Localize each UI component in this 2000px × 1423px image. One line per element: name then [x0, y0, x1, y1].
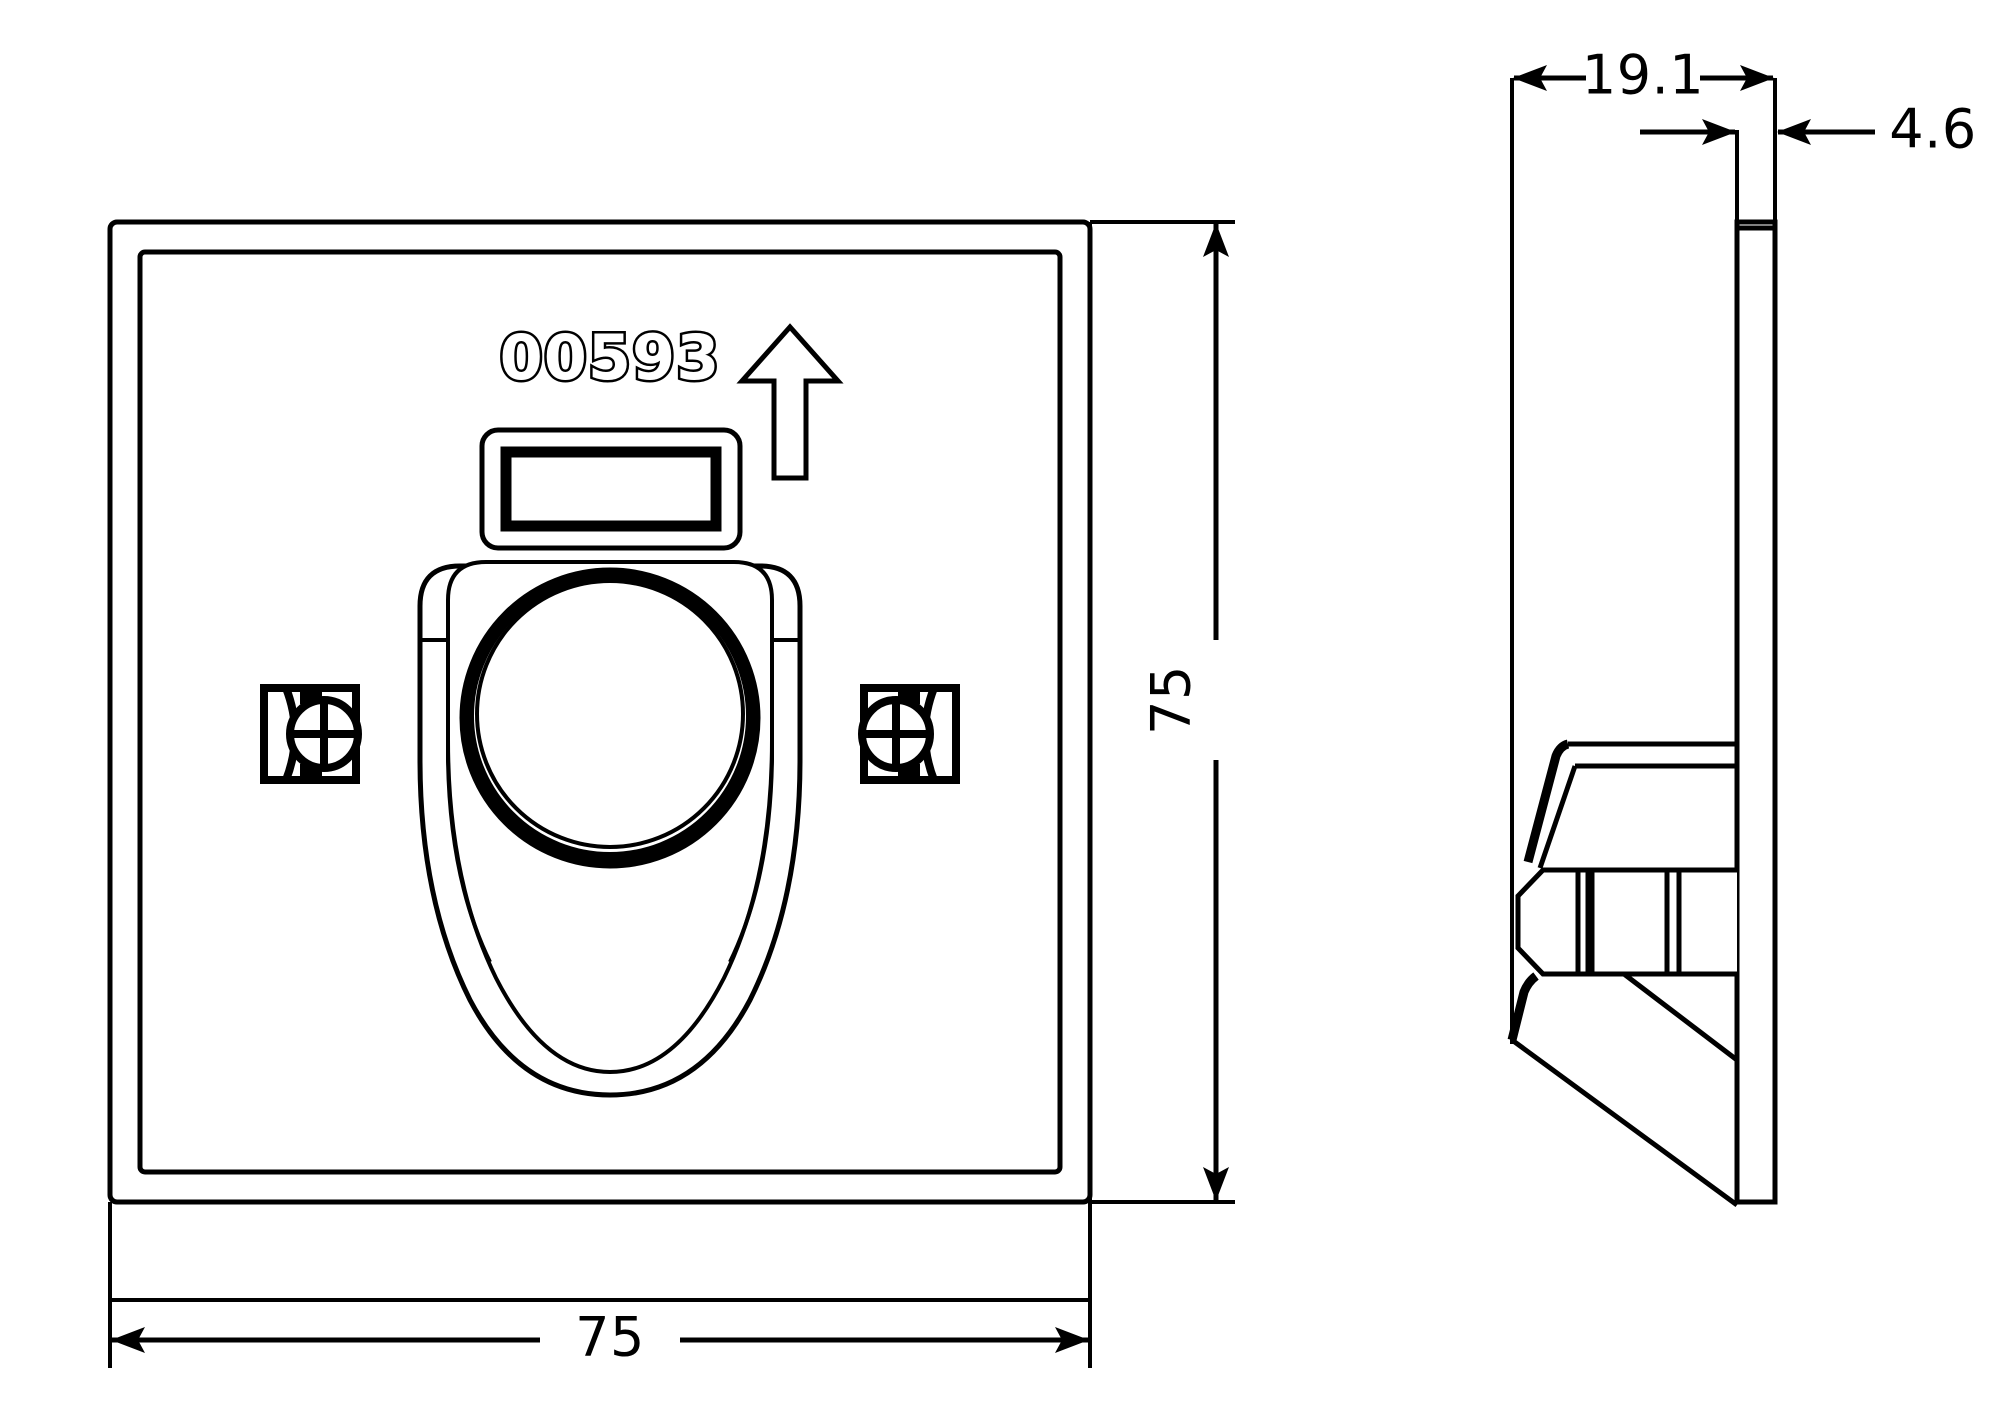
up-arrow-icon [736, 323, 844, 481]
knob-profile-shroud-left [1537, 765, 1578, 869]
dimension-width: 75 [108, 1202, 1092, 1369]
rotary-knob[interactable] [417, 560, 803, 1098]
dimension-height: 75 [1088, 220, 1235, 1300]
display-window-screen [500, 446, 722, 532]
knob-profile-barrel-outline [1515, 867, 1737, 977]
dimension-height-label: 75 [1140, 665, 1203, 735]
knob-dial-ring-mid [462, 568, 758, 864]
knob-profile [1507, 739, 1739, 1208]
display-window [479, 427, 743, 551]
dimension-depth-label: 19.1 [1582, 44, 1704, 107]
knob-profile-shroud-edge [1523, 739, 1570, 864]
side-view [1507, 219, 1778, 1208]
knob-flank-left [446, 640, 492, 963]
dimension-plate-thickness: 4.6 [1640, 98, 1976, 232]
knob-profile-skirt-outer [1507, 972, 1539, 1042]
dimension-depth: 19.1 [1510, 44, 1777, 1044]
knob-flank-right [728, 640, 774, 963]
screw-right[interactable] [858, 684, 960, 784]
knob-profile-skirt-left [1510, 1037, 1739, 1208]
screw-left[interactable] [260, 684, 362, 784]
engraved-product-code: 00593 [500, 321, 721, 394]
dimension-width-label: 75 [575, 1306, 645, 1369]
knob-dial-ring-inner [475, 579, 745, 849]
knob-profile-skirt-inner [1622, 972, 1739, 1062]
front-view: 00593 [107, 219, 1093, 1205]
faceplate-profile [1734, 219, 1778, 1205]
dimension-plate-thickness-label: 4.6 [1889, 98, 1976, 161]
